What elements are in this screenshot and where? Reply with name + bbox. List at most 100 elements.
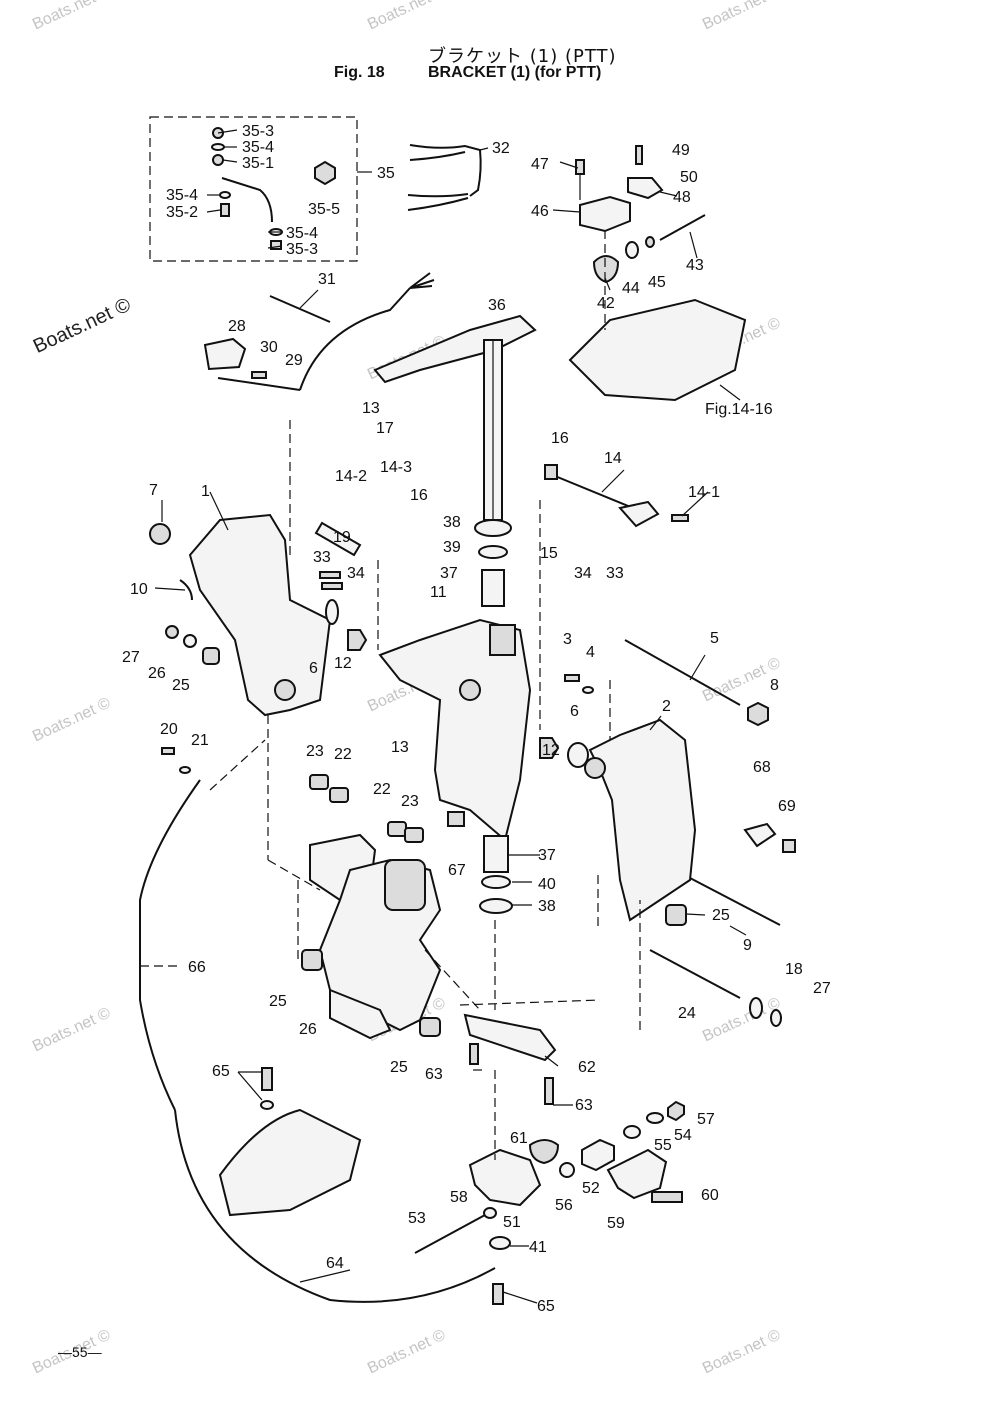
callout-label: 32 — [492, 140, 510, 157]
callout-label: 29 — [285, 352, 303, 369]
callout-label: 12 — [334, 655, 352, 672]
callout-label: 15 — [540, 545, 558, 562]
callout-label: 28 — [228, 318, 246, 335]
callout-label: 62 — [578, 1059, 596, 1076]
callout-label: 45 — [648, 274, 666, 291]
callout-label: 25 — [269, 993, 287, 1010]
figure-number: Fig. 18 — [334, 64, 385, 81]
callout-label: 35-3 — [286, 241, 318, 258]
callout-label: 22 — [334, 746, 352, 763]
cable-64 — [174, 1109, 496, 1303]
callout-label: 19 — [333, 529, 351, 546]
callout-label: 61 — [510, 1130, 528, 1147]
callout-label: 35-1 — [242, 155, 274, 172]
callout-label: 50 — [680, 169, 698, 186]
power-trim-tilt-unit-18 — [309, 833, 442, 1040]
cover-assy-46-50 — [575, 145, 706, 284]
page-number: —55— — [58, 1344, 102, 1360]
group-box-35 — [149, 116, 358, 262]
callout-label: 16 — [551, 430, 569, 447]
callout-label: 36 — [488, 297, 506, 314]
callout-label: 25 — [390, 1059, 408, 1076]
callout-label: 66 — [188, 959, 206, 976]
callout-label: 49 — [672, 142, 690, 159]
callout-label: 17 — [376, 420, 394, 437]
callout-label: 21 — [191, 732, 209, 749]
lead-wire-assy-35 — [211, 127, 336, 250]
callout-label: 65 — [212, 1063, 230, 1080]
callout-label: 60 — [701, 1187, 719, 1204]
callout-label: 42 — [597, 295, 615, 312]
rod-24 — [649, 949, 741, 999]
callout-label: 14-1 — [688, 484, 720, 501]
figure-title-japanese: ブラケット (1) (PTT) — [428, 46, 617, 67]
callout-label: 51 — [503, 1214, 521, 1231]
callout-label: 3 — [563, 631, 572, 648]
cable-66 — [139, 779, 201, 1111]
callout-label: 27 — [813, 980, 831, 997]
bracket-right-2 — [588, 718, 697, 922]
plate-62 — [463, 1013, 557, 1062]
callout-label: 25 — [712, 907, 730, 924]
callout-label: 65 — [537, 1298, 555, 1315]
bracket-left-1 — [188, 513, 332, 717]
callout-label: 6 — [570, 703, 579, 720]
callout-label: 6 — [309, 660, 318, 677]
lower-case-reference — [568, 298, 747, 402]
callout-label: 2 — [662, 698, 671, 715]
steering-shaft-36 — [373, 314, 537, 521]
callout-label: 40 — [538, 876, 556, 893]
callout-label: 43 — [686, 257, 704, 274]
callout-label: 31 — [318, 271, 336, 288]
callout-label: 58 — [450, 1189, 468, 1206]
callout-label: 34 — [574, 565, 592, 582]
callout-label: 33 — [606, 565, 624, 582]
callout-label: 35-5 — [308, 201, 340, 218]
callout-label: 16 — [410, 487, 428, 504]
callout-label: 14-2 — [335, 468, 367, 485]
callout-label: 9 — [743, 937, 752, 954]
callout-label: 56 — [555, 1197, 573, 1214]
figure-title-english: BRACKET (1) (for PTT) — [428, 64, 602, 81]
callout-label: 46 — [531, 203, 549, 220]
callout-label: 59 — [607, 1215, 625, 1232]
callout-label: 33 — [313, 549, 331, 566]
callout-label: 14 — [604, 450, 622, 467]
callout-label: 20 — [160, 721, 178, 738]
callout-label: 69 — [778, 798, 796, 815]
callout-label: 4 — [586, 644, 595, 661]
callout-label: 35-4 — [166, 187, 198, 204]
callout-label: 5 — [710, 630, 719, 647]
callout-label: 53 — [408, 1210, 426, 1227]
callout-label: 12 — [542, 742, 560, 759]
callout-label: 37 — [440, 565, 458, 582]
callout-label: 37 — [538, 847, 556, 864]
callout-label: 68 — [753, 759, 771, 776]
callout-label: 35-2 — [166, 204, 198, 221]
callout-label: 1 — [201, 483, 210, 500]
callout-label: 57 — [697, 1111, 715, 1128]
callout-label: 18 — [785, 961, 803, 978]
callout-label: 25 — [172, 677, 190, 694]
callout-label: 64 — [326, 1255, 344, 1272]
callout-label: 22 — [373, 781, 391, 798]
callout-label: 35-4 — [242, 139, 274, 156]
callout-label: 14-3 — [380, 459, 412, 476]
callout-label: 23 — [401, 793, 419, 810]
callout-label: 35 — [377, 165, 395, 182]
callout-label: 34 — [347, 565, 365, 582]
callout-label: 47 — [531, 156, 549, 173]
callout-label: 30 — [260, 339, 278, 356]
callout-label: 67 — [448, 862, 466, 879]
callout-label: 55 — [654, 1137, 672, 1154]
callout-label: 24 — [678, 1005, 696, 1022]
trim-sender-28 — [203, 337, 247, 371]
callout-label: 48 — [673, 189, 691, 206]
callout-label: 13 — [391, 739, 409, 756]
callout-label: 35-4 — [286, 225, 318, 242]
trim-sensor-assy-51-61 — [414, 1100, 685, 1254]
callout-label: 63 — [425, 1066, 443, 1083]
